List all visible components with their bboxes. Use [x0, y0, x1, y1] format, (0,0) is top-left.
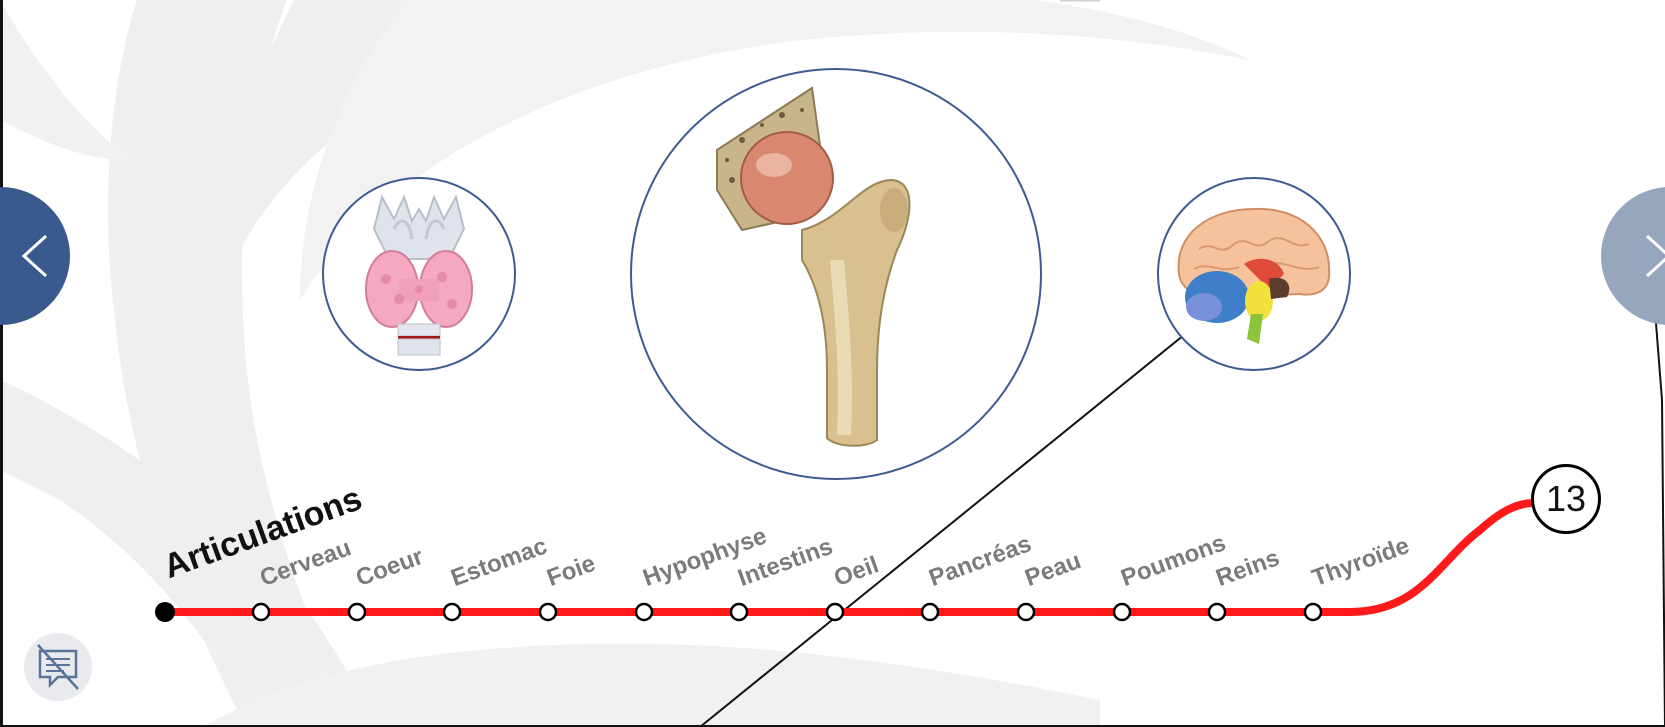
slide-count-badge[interactable]: 13: [1531, 464, 1601, 534]
chat-toggle-button[interactable]: [24, 633, 92, 701]
brain-illustration: [1159, 179, 1349, 369]
hip-joint-illustration: [632, 70, 1040, 478]
frame-edge: [0, 0, 3, 727]
thyroid-illustration: [324, 179, 514, 369]
chevron-left-icon: [16, 231, 56, 281]
thyroid-circle[interactable]: [322, 177, 516, 371]
chat-off-icon: [24, 633, 92, 701]
chevron-right-icon: [1637, 231, 1665, 281]
hip-joint-circle[interactable]: [630, 68, 1042, 480]
brain-circle[interactable]: [1157, 177, 1351, 371]
